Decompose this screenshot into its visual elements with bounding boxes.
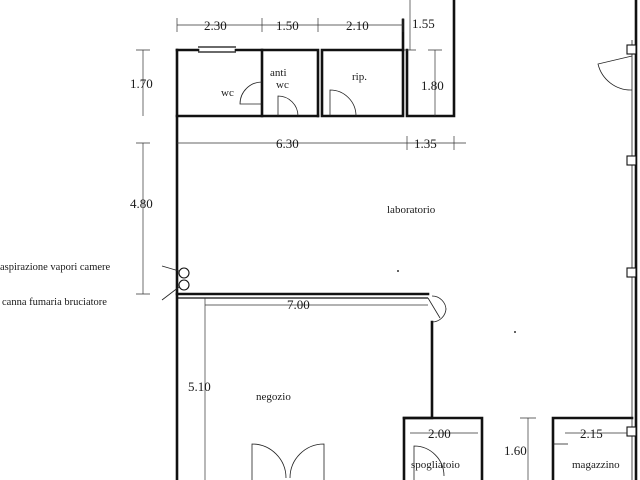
room-label-wc: wc: [221, 87, 234, 99]
door-spogliatoio: [413, 445, 445, 480]
notes: aspirazione vapori camere canna fumaria …: [0, 262, 111, 308]
dim-line-155: [404, 0, 416, 51]
window-wc-top: [198, 46, 236, 53]
dim-label-160: 1.60: [504, 443, 527, 458]
wall-rip-block: [320, 48, 405, 118]
mark-dot-1: [397, 270, 399, 272]
wall-anti-top: [260, 48, 320, 118]
mark-dot-2: [514, 331, 516, 333]
dim-line-170: [136, 49, 150, 116]
door-anti: [277, 95, 299, 117]
door-negozio-entrance: [251, 443, 325, 480]
room-label-negozio: negozio: [256, 391, 291, 403]
flue-aspirazione: [178, 267, 190, 279]
dim-label-170: 1.70: [130, 76, 153, 91]
room-label-laboratorio: laboratorio: [387, 204, 436, 216]
column-4: [626, 426, 637, 437]
dimension-labels: 2.30 1.50 2.10 1.55 1.70 1.80 6.30 1.35 …: [130, 16, 603, 458]
wall-negozio-right: [402, 320, 434, 480]
dim-label-135: 1.35: [414, 136, 437, 151]
dim-label-150-top: 1.50: [276, 18, 299, 33]
dim-line-160: [520, 417, 536, 480]
dim-label-630: 6.30: [276, 136, 299, 151]
dim-label-215: 2.15: [580, 426, 603, 441]
dim-label-210: 2.10: [346, 18, 369, 33]
dimension-lines: [136, 0, 627, 480]
columns: [626, 44, 637, 437]
wall-spogliatoio-top: [402, 416, 484, 480]
doors: [239, 55, 633, 480]
dim-label-180: 1.80: [421, 78, 444, 93]
wall-wc-top: [175, 48, 264, 118]
note-aspirazione: aspirazione vapori camere: [0, 262, 111, 273]
leader-aspirazione: [161, 265, 180, 272]
room-label-anti-2: wc: [276, 79, 289, 91]
dim-label-700: 7.00: [287, 297, 310, 312]
dim-line-top-chain: [176, 18, 404, 32]
room-label-magazzino: magazzino: [572, 459, 620, 471]
note-canna: canna fumaria bruciatore: [2, 297, 107, 308]
room-labels: wc anti wc rip. laboratorio negozio spog…: [221, 67, 620, 471]
leader-canna: [161, 286, 180, 301]
column-3: [626, 267, 637, 278]
room-label-anti-1: anti: [270, 67, 287, 79]
door-wc: [239, 81, 263, 105]
flues: [161, 265, 190, 301]
door-rip: [329, 89, 357, 117]
dim-label-155: 1.55: [412, 16, 435, 31]
door-right-top: [597, 55, 633, 91]
column-1: [626, 44, 637, 55]
column-2: [626, 155, 637, 166]
dim-line-480: [136, 142, 150, 295]
flue-canna: [178, 279, 190, 291]
wall-corridor-upper: [405, 0, 456, 118]
dim-label-200: 2.00: [428, 426, 451, 441]
dim-label-230: 2.30: [204, 18, 227, 33]
wall-magazzino: [551, 416, 634, 480]
room-label-spogliatoio: spogliatoio: [411, 459, 460, 471]
wall-wc-block-outer: [175, 48, 320, 118]
door-negozio-lab: [427, 295, 447, 323]
walls: [175, 0, 638, 480]
dim-label-510: 5.10: [188, 379, 211, 394]
dim-label-480: 4.80: [130, 196, 153, 211]
dim-line-180: [428, 49, 442, 116]
dim-line-135: [407, 136, 466, 150]
room-label-rip: rip.: [352, 71, 367, 83]
